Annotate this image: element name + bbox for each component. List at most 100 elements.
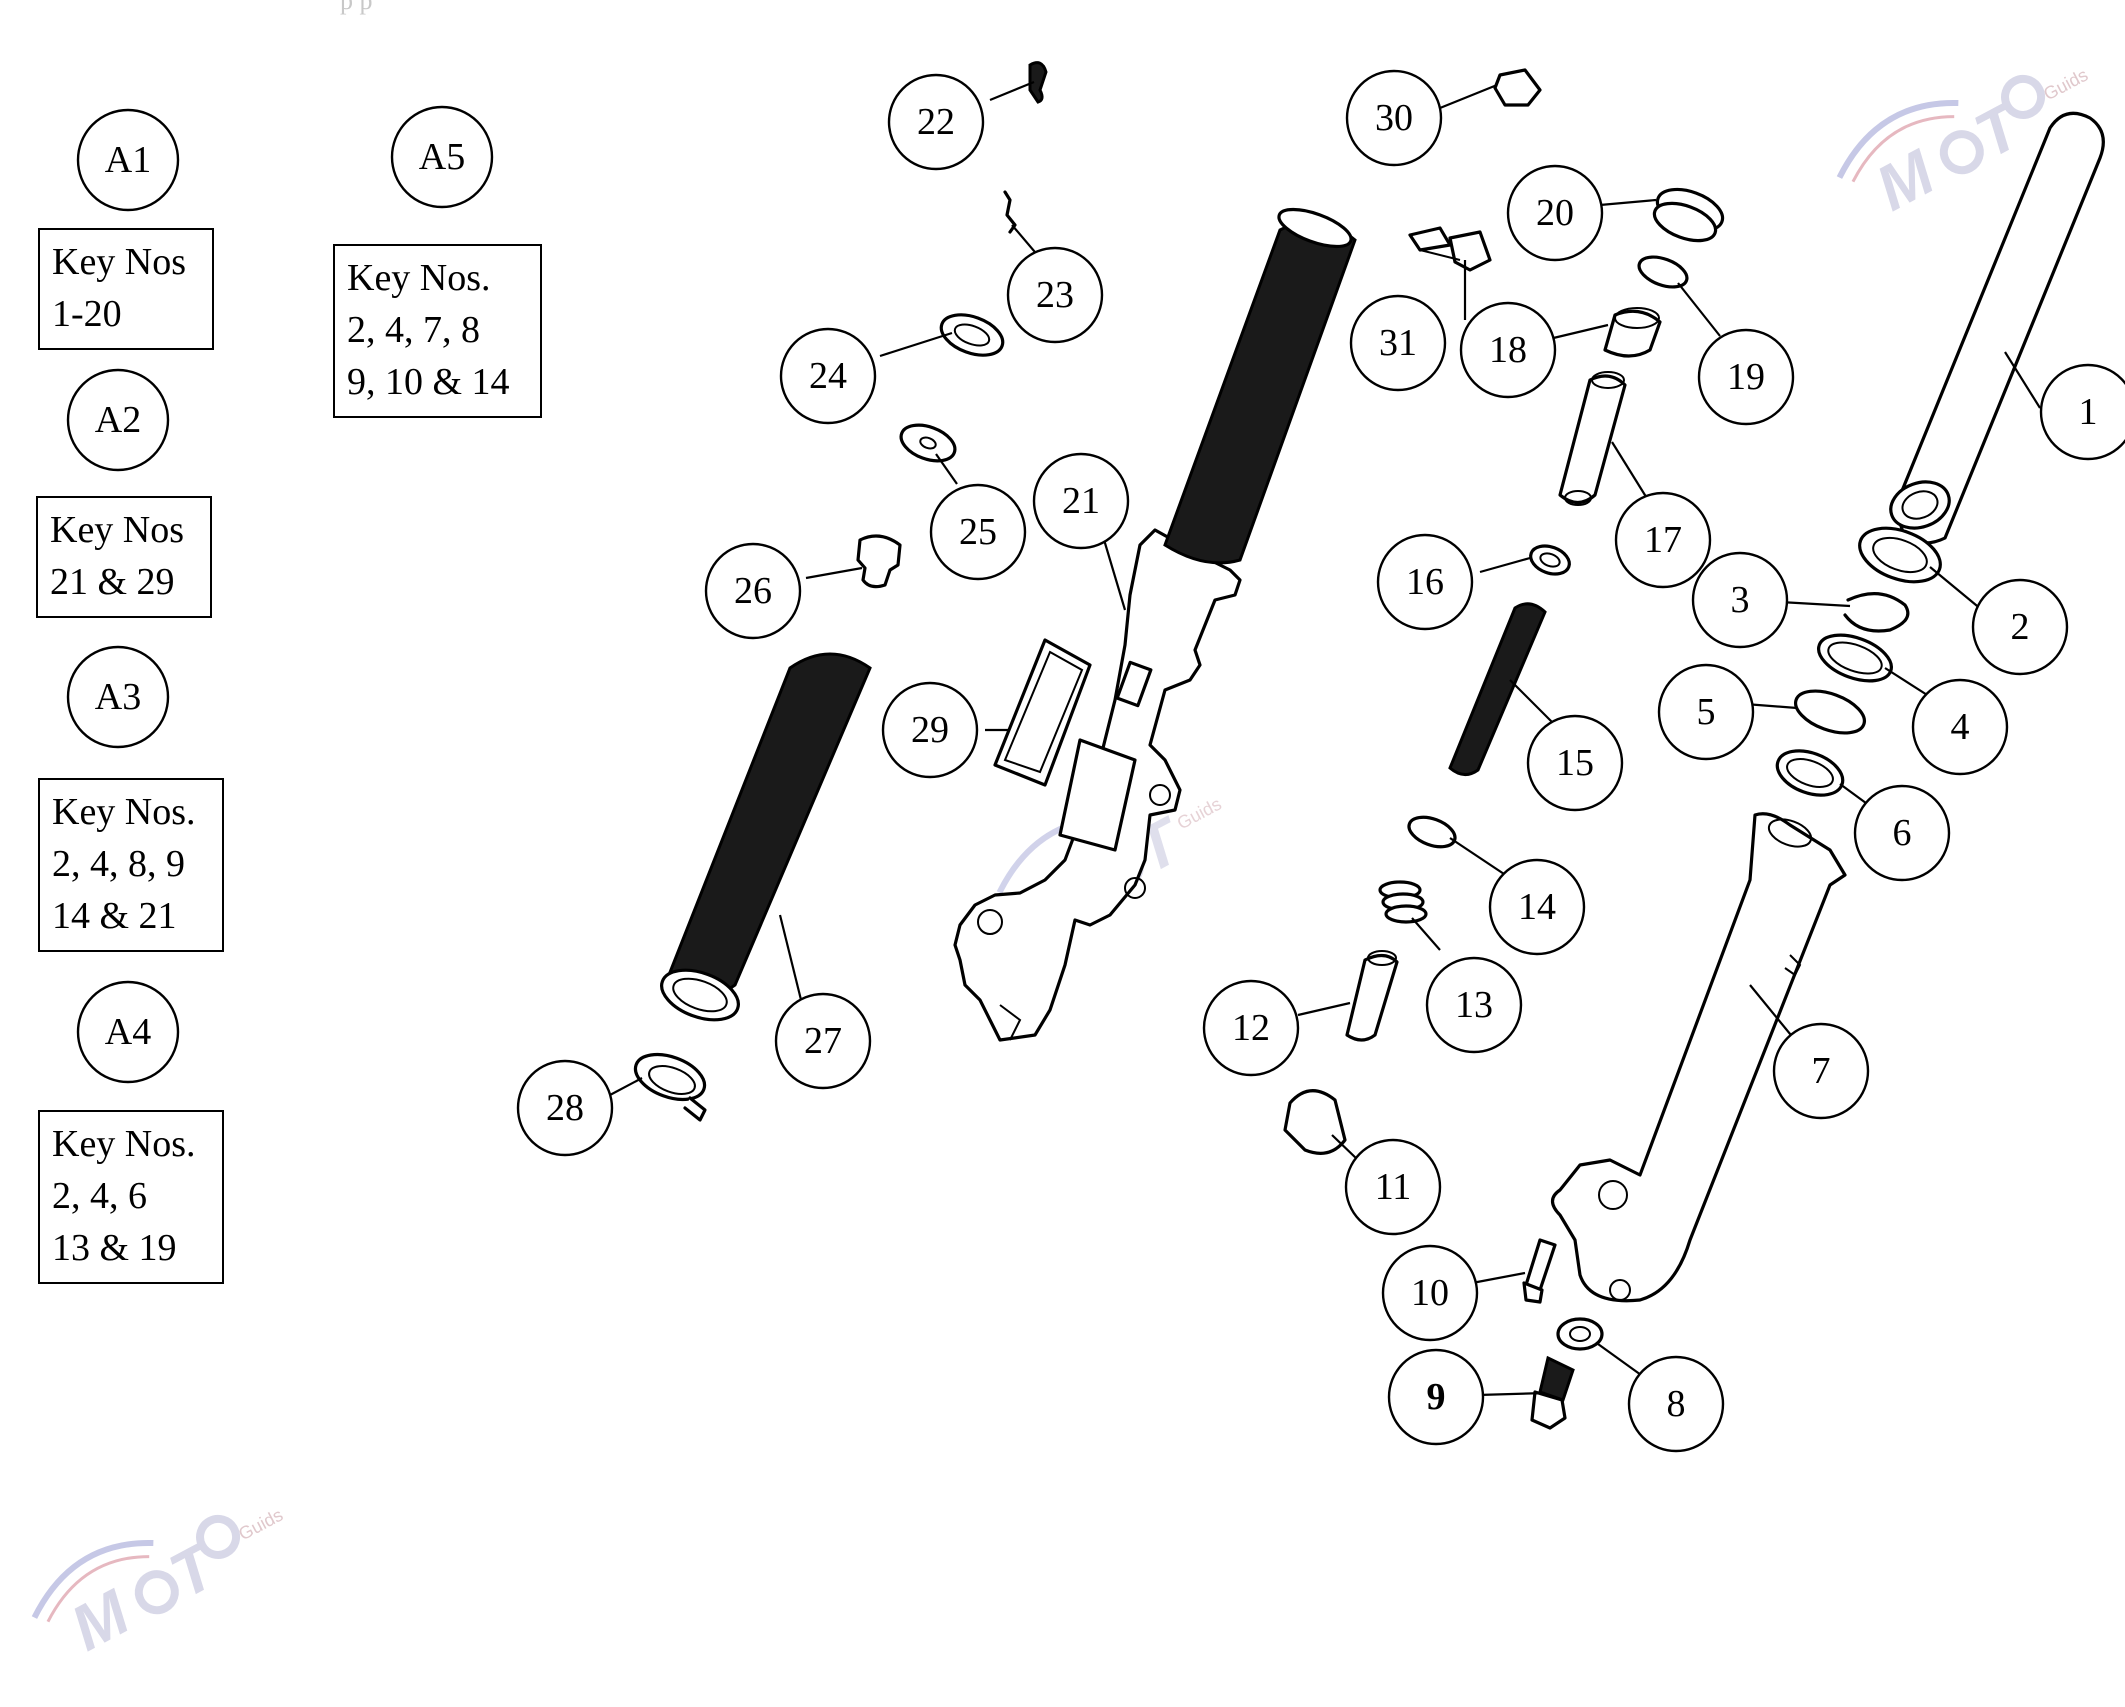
svg-text:1: 1 [2079, 391, 2098, 433]
assembly-circles: A1 A2 A3 A4 A5 [66, 105, 494, 1084]
key-line: 2, 4, 6 [52, 1175, 147, 1217]
svg-text:6: 6 [1893, 812, 1912, 854]
svg-text:4: 4 [1951, 706, 1970, 748]
callout-20: 20 [1506, 164, 1604, 262]
svg-text:24: 24 [809, 355, 847, 397]
assembly-a5-circle: A5 [390, 105, 494, 209]
callout-16: 16 [1376, 533, 1474, 631]
callout-9: 9 [1387, 1348, 1485, 1446]
part-24-washer [939, 313, 1005, 357]
svg-text:11: 11 [1375, 1166, 1412, 1208]
callout-3: 3 [1691, 551, 1789, 649]
key-line: 14 & 21 [52, 895, 177, 937]
svg-text:19: 19 [1727, 356, 1765, 398]
svg-text:12: 12 [1232, 1007, 1270, 1049]
callout-4: 4 [1911, 678, 2009, 776]
callout-11: 11 [1344, 1138, 1442, 1236]
callouts: 1 2 3 4 5 6 7 8 9 10 11 12 13 14 15 16 1… [516, 69, 2125, 1453]
svg-text:20: 20 [1536, 192, 1574, 234]
svg-text:29: 29 [911, 709, 949, 751]
callout-30: 30 [1345, 69, 1443, 167]
part-21-fork-leg [953, 528, 1242, 1042]
part-6-bush [1775, 749, 1845, 797]
assembly-a1-circle: A1 [76, 108, 180, 212]
callout-6: 6 [1853, 784, 1951, 882]
part-5-o-ring [1794, 689, 1866, 735]
key-line: 21 & 29 [50, 561, 175, 603]
key-line: Key Nos. [347, 257, 491, 299]
callout-18: 18 [1459, 301, 1557, 399]
svg-text:17: 17 [1644, 519, 1682, 561]
part-12-cylinder [1345, 950, 1399, 1042]
leader-lines [609, 80, 2041, 1397]
svg-text:Guids: Guids [1174, 794, 1225, 834]
svg-text:7: 7 [1812, 1050, 1831, 1092]
header-fragment: p p [340, 0, 373, 15]
svg-text:A3: A3 [95, 676, 141, 718]
callout-27: 27 [774, 992, 872, 1090]
key-line: 13 & 19 [52, 1227, 177, 1269]
svg-text:Guids: Guids [2040, 65, 2091, 105]
part-7-fork-slider [1550, 812, 1847, 1303]
upper-gaiter [1163, 207, 1357, 565]
callout-19: 19 [1697, 328, 1795, 426]
assembly-a3-key-box: Key Nos. 2, 4, 8, 9 14 & 21 [38, 778, 224, 952]
part-18-bush [1603, 307, 1662, 358]
key-line: Key Nos [50, 509, 185, 551]
callout-23: 23 [1006, 246, 1104, 344]
assembly-a2-circle: A2 [66, 368, 170, 472]
callout-26: 26 [704, 542, 802, 640]
svg-text:13: 13 [1455, 984, 1493, 1026]
svg-text:2: 2 [2011, 606, 2030, 648]
callout-28: 28 [516, 1059, 614, 1157]
assembly-a5-key-box: Key Nos. 2, 4, 7, 8 9, 10 & 14 [333, 244, 542, 418]
part-14-o-ring [1407, 815, 1457, 849]
svg-text:A2: A2 [95, 399, 141, 441]
assembly-a2-key-box: Key Nos 21 & 29 [36, 496, 212, 618]
svg-text:31: 31 [1379, 322, 1417, 364]
svg-text:A1: A1 [105, 139, 151, 181]
key-line: 9, 10 & 14 [347, 361, 510, 403]
part-17-spacer [1558, 371, 1627, 506]
svg-text:3: 3 [1731, 579, 1750, 621]
callout-24: 24 [779, 327, 877, 425]
svg-text:25: 25 [959, 511, 997, 553]
svg-text:27: 27 [804, 1020, 842, 1062]
svg-text:A5: A5 [419, 136, 465, 178]
callout-14: 14 [1488, 858, 1586, 956]
key-line: 2, 4, 7, 8 [347, 309, 480, 351]
part-28-hose-clip [633, 1052, 707, 1122]
part-22-clip [1028, 61, 1048, 104]
svg-text:18: 18 [1489, 329, 1527, 371]
part-31-adjuster [1408, 226, 1492, 272]
svg-text:8: 8 [1667, 1383, 1686, 1425]
part-16-washer [1529, 544, 1571, 576]
assembly-a3-circle: A3 [66, 645, 170, 749]
part-30-nut [1493, 68, 1542, 107]
part-2-oil-seal [1858, 526, 1942, 584]
part-29-decal [993, 638, 1092, 787]
callout-2: 2 [1971, 578, 2069, 676]
callout-15: 15 [1526, 714, 1624, 812]
svg-text:A4: A4 [105, 1011, 151, 1053]
key-line: Key Nos [52, 241, 187, 283]
callout-31: 31 [1349, 294, 1447, 392]
svg-text:15: 15 [1556, 742, 1594, 784]
svg-text:21: 21 [1062, 480, 1100, 522]
callout-1: 1 [2039, 363, 2125, 461]
svg-text:22: 22 [917, 101, 955, 143]
part-13-spring [1378, 880, 1428, 924]
part-15-fork-spring [1448, 602, 1547, 776]
svg-text:28: 28 [546, 1087, 584, 1129]
svg-text:Guids: Guids [235, 1505, 286, 1545]
callout-21: 21 [1032, 452, 1130, 550]
svg-text:30: 30 [1375, 97, 1413, 139]
part-26-plug [856, 534, 902, 589]
svg-text:26: 26 [734, 570, 772, 612]
callout-29: 29 [881, 681, 979, 779]
svg-text:10: 10 [1411, 1272, 1449, 1314]
callout-10: 10 [1381, 1244, 1479, 1342]
callout-25: 25 [929, 483, 1027, 581]
callout-17: 17 [1614, 491, 1712, 589]
